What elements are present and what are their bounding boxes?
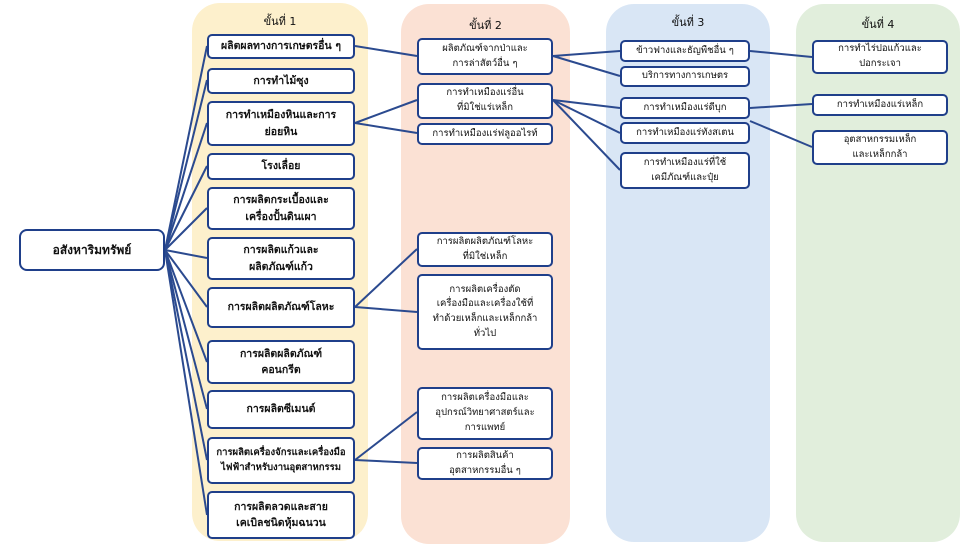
node-non-iron-mining[interactable]: การทำเหมืองแร่อื่น ที่มิใช่แร่เหล็ก (417, 83, 553, 119)
lane-step4 (796, 4, 960, 542)
node-tin-mining[interactable]: การทำเหมืองแร่ดีบุก (620, 97, 750, 119)
lane-step3-title: ขั้นที่ 3 (671, 16, 705, 29)
node-pulp-paper[interactable]: การทำไร่ปอแก้วและ ปอกระเจา (812, 40, 948, 74)
edge-root-glass (164, 249, 208, 259)
lane-step2-title: ขั้นที่ 2 (469, 19, 502, 32)
edge-nonIron-tungsten (552, 99, 621, 134)
node-forest-hunting[interactable]: ผลิตภัณฑ์จากป่าและ การล่าสัตว์อื่น ๆ (417, 38, 553, 75)
node-wire-cable[interactable]: การผลิตลวดและสาย เคเบิลชนิดหุ้มฉนวน (207, 491, 355, 539)
node-agri-services[interactable]: บริการทางการเกษตร (620, 66, 750, 87)
edge-metal-cutting (354, 306, 418, 313)
edge-root-wire (164, 249, 208, 516)
edge-machinery-scientific (354, 411, 418, 461)
edge-forest-services (552, 55, 621, 77)
lane-step3 (606, 4, 770, 542)
node-metal-products[interactable]: การผลิตผลิตภัณฑ์โลหะ (207, 287, 355, 328)
edge-tungsten-steel (749, 120, 813, 148)
node-scientific-instruments[interactable]: การผลิตเครื่องมือและ อุปกรณ์วิทยาศาสตร์แ… (417, 387, 553, 440)
node-mining-quarrying[interactable]: การทำเหมืองหินและการ ย่อยหิน (207, 101, 355, 146)
node-fluorite-mining[interactable]: การทำเหมืองแร่ฟลูออไรท์ (417, 123, 553, 145)
edge-root-sawmill (164, 165, 208, 251)
node-tungsten-mining[interactable]: การทำเหมืองแร่ทังสเตน (620, 122, 750, 144)
node-rice-grains[interactable]: ข้าวฟางและธัญพืชอื่น ๆ (620, 40, 750, 62)
node-concrete[interactable]: การผลิตผลิตภัณฑ์ คอนกรีต (207, 340, 355, 384)
edge-mining-fluorite (354, 122, 418, 134)
node-chemical-fertilizer[interactable]: การทำเหมืองแร่ที่ใช้ เคมีภัณฑ์และปุ๋ย (620, 152, 750, 189)
edge-root-metal (164, 249, 208, 308)
node-steel-industry[interactable]: อุตสาหกรรมเหล็ก และเหล็กกล้า (812, 130, 948, 165)
edge-root-lumber (164, 79, 208, 251)
edge-forest-rice (552, 50, 621, 57)
edge-rice-pulp (749, 50, 813, 58)
edge-machinery-other (354, 459, 418, 464)
edge-root-concrete (164, 249, 208, 363)
node-sawmill[interactable]: โรงเลื่อย (207, 153, 355, 180)
node-lumber[interactable]: การทำไม้ซุง (207, 68, 355, 94)
edge-root-tiles (164, 207, 208, 251)
node-nonferrous-products[interactable]: การผลิตผลิตภัณฑ์โลหะ ที่มิใช่เหล็ก (417, 232, 553, 267)
lane-step1-title: ขั้นที่ 1 (263, 15, 297, 28)
node-glass[interactable]: การผลิตแก้วและ ผลิตภัณฑ์แก้ว (207, 237, 355, 280)
node-tiles-ceramics[interactable]: การผลิตกระเบื้องและ เครื่องปั้นดินเผา (207, 187, 355, 230)
node-cutting-tools[interactable]: การผลิตเครื่องตัด เครื่องมือและเครื่องใช… (417, 274, 553, 350)
edge-agri-forest (354, 45, 418, 57)
edge-mining-nonIron (354, 99, 418, 124)
edge-nonIron-chemical (552, 99, 621, 171)
lane-step4-title: ขั้นที่ 4 (861, 18, 895, 31)
edge-root-machinery (164, 249, 208, 461)
node-agri-products[interactable]: ผลิตผลทางการเกษตรอื่น ๆ (207, 34, 355, 59)
node-machinery[interactable]: การผลิตเครื่องจักรและเครื่องมือ ไฟฟ้าสำห… (207, 437, 355, 484)
edge-root-mining (164, 122, 208, 251)
node-iron-mining[interactable]: การทำเหมืองแร่เหล็ก (812, 94, 948, 116)
edge-tin-iron (749, 103, 813, 109)
edge-root-cement (164, 249, 208, 410)
node-other-industrial[interactable]: การผลิตสินค้า อุตสาหกรรมอื่น ๆ (417, 447, 553, 480)
edge-metal-nonferrous (354, 248, 418, 308)
edge-root-agri (164, 45, 208, 251)
node-cement[interactable]: การผลิตซีเมนต์ (207, 390, 355, 429)
root-node[interactable]: อสังหาริมทรัพย์ (19, 229, 165, 271)
edge-nonIron-tin (552, 99, 621, 109)
